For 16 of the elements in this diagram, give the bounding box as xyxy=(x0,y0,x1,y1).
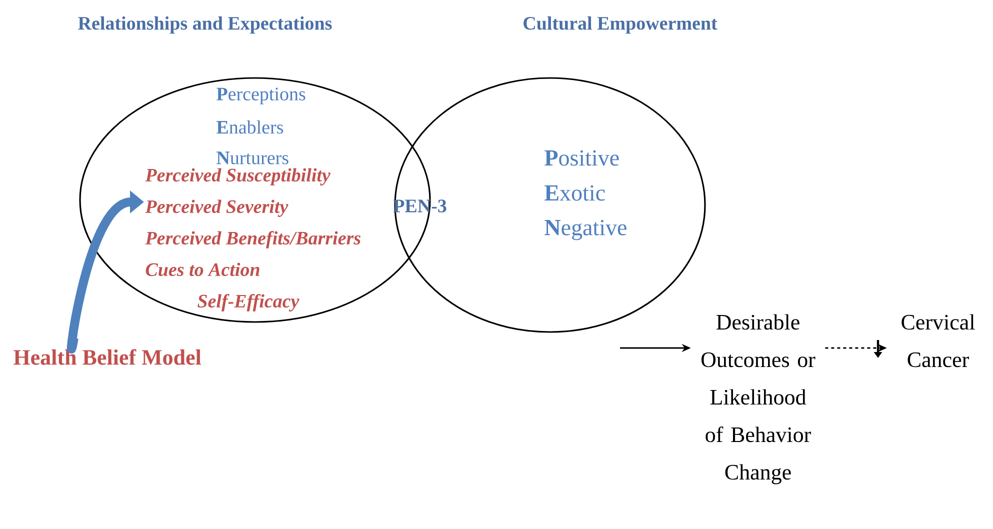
heading: Relationships and Expectations xyxy=(78,16,332,34)
list-item: Negative xyxy=(544,220,626,240)
heading: Cultural Empowerment xyxy=(524,16,718,34)
outcome-text: Desirable Outcomes or Likelihood of Behavior Change xyxy=(701,314,816,484)
list-item: Cues to Action xyxy=(146,262,260,276)
list-item: Exotic xyxy=(544,185,605,201)
model-label: Health Belief Model xyxy=(14,349,202,365)
list-item: Perceptions xyxy=(216,88,306,104)
list-item: Perceived Severity xyxy=(145,200,288,217)
outcome-text: Cervical Cancer xyxy=(902,314,975,368)
list-item: Enablers xyxy=(216,120,284,134)
list-item: Positive xyxy=(544,150,619,166)
list-item: Perceived Susceptibility xyxy=(145,168,330,186)
list-item: Self-Efficacy xyxy=(198,294,300,312)
list-item: Perceived Benefits/Barriers xyxy=(145,231,360,248)
list-item: Nurturers xyxy=(216,152,288,164)
